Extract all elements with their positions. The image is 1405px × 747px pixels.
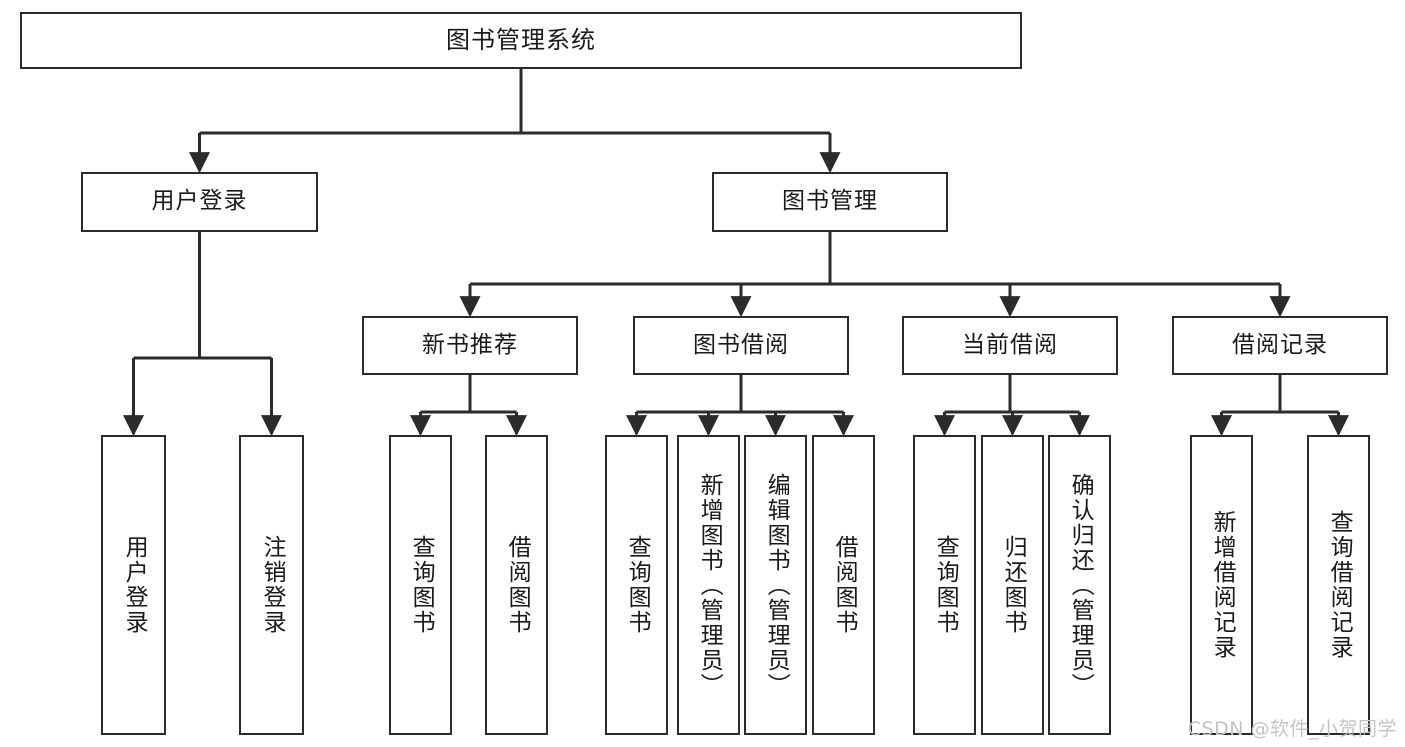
node-label: 确认归还（管理员）: [1067, 472, 1094, 698]
node-label: 图书管理系统: [446, 26, 596, 55]
node-label: 当前借阅: [962, 331, 1058, 358]
node-label: 借阅记录: [1232, 331, 1328, 358]
node-label: 用户登录: [121, 535, 148, 635]
node-leaf-query-book-2[interactable]: 查询图书: [605, 435, 668, 735]
node-user-login[interactable]: 用户登录: [81, 172, 318, 232]
node-leaf-query-record[interactable]: 查询借阅记录: [1307, 435, 1370, 735]
node-book-manage[interactable]: 图书管理: [712, 172, 948, 232]
node-label: 归还图书: [1000, 535, 1027, 635]
node-label: 新增图书（管理员）: [696, 472, 723, 698]
node-borrow-record[interactable]: 借阅记录: [1172, 316, 1388, 375]
node-leaf-borrow-book-1[interactable]: 借阅图书: [485, 435, 548, 735]
node-label: 借阅图书: [831, 535, 858, 635]
node-root[interactable]: 图书管理系统: [20, 12, 1022, 69]
node-label: 查询图书: [624, 535, 651, 635]
node-label: 查询图书: [408, 535, 435, 635]
node-label: 注销登录: [259, 535, 286, 635]
node-label: 查询图书: [932, 535, 959, 635]
node-label: 新增借阅记录: [1209, 510, 1236, 660]
node-leaf-add-book[interactable]: 新增图书（管理员）: [677, 435, 740, 735]
node-leaf-user-logout[interactable]: 注销登录: [239, 435, 304, 735]
node-label: 编辑图书（管理员）: [763, 472, 790, 698]
node-leaf-edit-book[interactable]: 编辑图书（管理员）: [744, 435, 807, 735]
node-label: 图书借阅: [693, 331, 789, 358]
watermark: CSDN @软件_小贺同学: [1187, 718, 1397, 740]
node-label: 新书推荐: [422, 331, 518, 358]
node-leaf-query-book-1[interactable]: 查询图书: [389, 435, 452, 735]
node-book-borrow[interactable]: 图书借阅: [633, 316, 849, 375]
node-leaf-add-record[interactable]: 新增借阅记录: [1190, 435, 1253, 735]
node-leaf-user-login[interactable]: 用户登录: [101, 435, 166, 735]
node-leaf-return-book[interactable]: 归还图书: [981, 435, 1044, 735]
node-new-book-recommend[interactable]: 新书推荐: [362, 316, 578, 375]
node-label: 借阅图书: [504, 535, 531, 635]
node-current-borrow[interactable]: 当前借阅: [902, 316, 1118, 375]
node-leaf-borrow-book-2[interactable]: 借阅图书: [812, 435, 875, 735]
node-label: 用户登录: [151, 188, 248, 215]
node-label: 查询借阅记录: [1326, 510, 1353, 660]
node-label: 图书管理: [782, 188, 878, 215]
node-leaf-query-book-3[interactable]: 查询图书: [913, 435, 976, 735]
node-leaf-confirm-return[interactable]: 确认归还（管理员）: [1048, 435, 1111, 735]
